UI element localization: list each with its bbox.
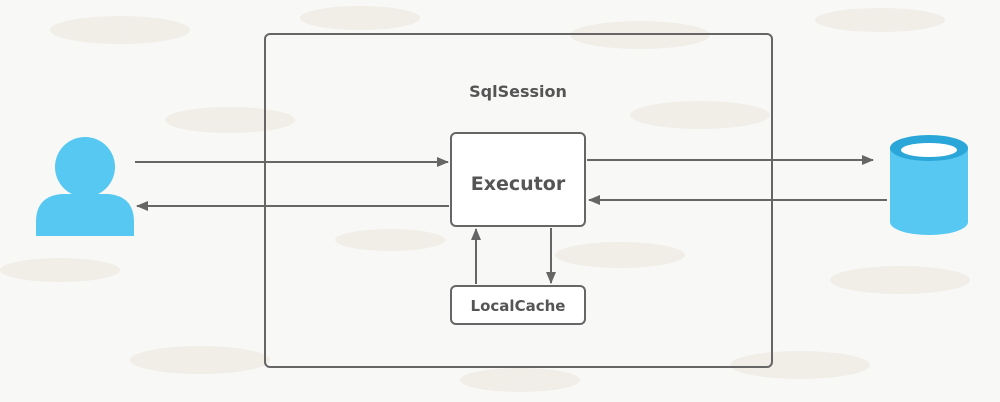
sqlsession-label: SqlSession	[469, 82, 567, 101]
executor-label: Executor	[471, 173, 566, 195]
watermark-pattern	[0, 6, 970, 392]
localcache-label: LocalCache	[471, 297, 566, 315]
user-icon	[36, 137, 134, 236]
localcache-box	[450, 285, 586, 325]
database-icon	[890, 135, 968, 235]
executor-box	[450, 132, 586, 227]
